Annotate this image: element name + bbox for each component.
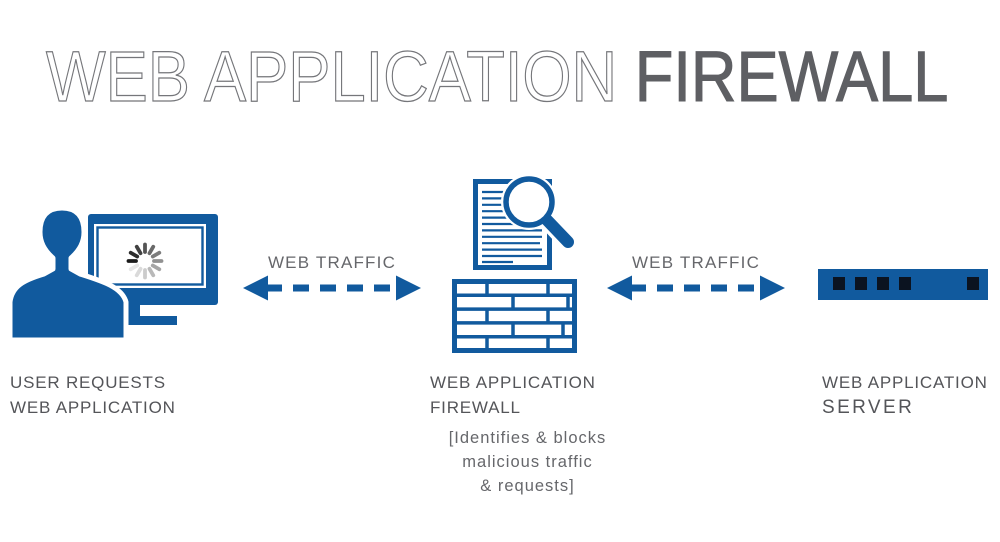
person-silhouette-icon <box>8 205 129 340</box>
user-at-computer-icon <box>8 205 218 340</box>
user-caption-line1: USER REQUESTS <box>10 373 166 392</box>
waf-note-line2: malicious traffic <box>462 453 593 471</box>
server-caption: WEB APPLICATION SERVER <box>822 370 988 420</box>
user-caption: USER REQUESTS WEB APPLICATION <box>10 370 176 420</box>
magnifier-icon <box>501 174 580 255</box>
monitor-icon <box>88 214 218 325</box>
waf-note-line1: [Identifies & blocks <box>448 429 607 447</box>
waf-caption-line2: FIREWALL <box>430 398 521 417</box>
server-caption-line2: SERVER <box>822 397 915 418</box>
server-icon <box>818 269 988 300</box>
left-dashed-double-arrow-icon <box>243 275 421 301</box>
title-light-part: WEB APPLICATION <box>45 38 618 117</box>
right-dashed-double-arrow-icon <box>607 275 785 301</box>
server-caption-line1: WEB APPLICATION <box>822 373 988 392</box>
loading-spinner-icon <box>126 242 164 280</box>
firewall-brick-wall-icon <box>452 279 577 353</box>
waf-note-line3: & requests] <box>480 477 575 495</box>
title-bold-part: FIREWALL <box>634 38 949 117</box>
waf-note: [Identifies & blocks malicious traffic &… <box>430 426 625 498</box>
right-traffic-label: WEB TRAFFIC <box>631 253 761 272</box>
waf-caption-line1: WEB APPLICATION <box>430 373 596 392</box>
user-caption-line2: WEB APPLICATION <box>10 398 176 417</box>
waf-inspection-icon <box>452 174 580 353</box>
right-traffic-flow: WEB TRAFFIC <box>607 253 785 303</box>
page-title: WEB APPLICATION FIREWALL <box>45 41 948 113</box>
left-traffic-label: WEB TRAFFIC <box>267 253 397 272</box>
waf-caption: WEB APPLICATION FIREWALL [Identifies & b… <box>430 370 625 498</box>
left-traffic-flow: WEB TRAFFIC <box>243 253 421 303</box>
